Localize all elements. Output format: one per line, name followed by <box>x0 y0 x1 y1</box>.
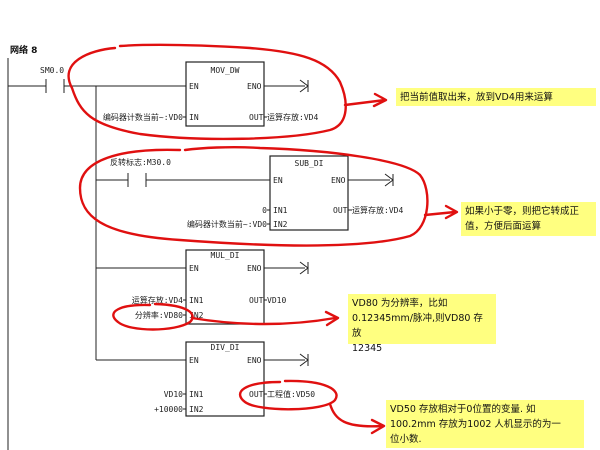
mul-out-pin: OUT <box>249 296 264 305</box>
annotation-arrowhead-3 <box>324 310 340 327</box>
note-vd50-line3: 位小数. <box>390 434 422 445</box>
div-eno-pin: ENO <box>247 356 262 365</box>
contact-flip-label: 反转标志:M30.0 <box>110 157 171 167</box>
note-vd80-line3: 12345 <box>352 343 383 354</box>
sub-out-pin: OUT <box>333 206 348 215</box>
mul-di-block[interactable]: MUL_DI EN ENO IN1 IN2 OUT <box>185 249 265 325</box>
note-vd50-line2: 100.2mm 存放为1002 人机显示的为一 <box>390 419 561 430</box>
mov-out-pin: OUT <box>249 113 264 122</box>
mul-out-label: VD10 <box>267 296 286 305</box>
sub-en-pin: EN <box>273 176 283 185</box>
div-in1-pin: IN1 <box>189 390 204 399</box>
div-in2-pin: IN2 <box>189 405 204 414</box>
div-en-pin: EN <box>189 356 199 365</box>
rung-mov: SM0.0 MOV_DW EN ENO IN OUT 编码器计数当前~:VD0 … <box>8 61 318 360</box>
contact-sm[interactable] <box>45 79 65 93</box>
mov-dw-block[interactable]: MOV_DW EN ENO IN OUT <box>185 61 265 127</box>
mul-in2-label: 分辨率:VD80 <box>135 310 183 320</box>
sub-in1-label: 0 <box>262 206 267 215</box>
div-out-pin: OUT <box>249 390 264 399</box>
sub-eno-pin: ENO <box>331 176 346 185</box>
mul-in1-label: 运算存放:VD4 <box>132 295 183 305</box>
network-title: 网络 8 <box>10 46 38 56</box>
red-annotations <box>67 43 459 435</box>
mul-eno-pin: ENO <box>247 264 262 273</box>
annotation-arrow-3 <box>190 316 337 326</box>
annotation-arrowhead-2 <box>444 204 459 220</box>
mov-in-pin: IN <box>189 113 199 122</box>
rung-mul: MUL_DI EN ENO IN1 IN2 OUT 运算存放:VD4 分辨率:V… <box>96 249 309 325</box>
note-vd80-line1: VD80 为分辨率，比如 <box>352 298 448 309</box>
note-sub-line2: 值，方便后面运算 <box>465 221 542 232</box>
annotation-arrow-1 <box>343 98 387 107</box>
sub-in2-label: 编码器计数当前~:VD0 <box>187 219 267 229</box>
annotation-arrowhead-1 <box>372 92 388 108</box>
sub-in2-pin: IN2 <box>273 220 288 229</box>
rung-div: DIV_DI EN ENO IN1 IN2 OUT VD10 +10000 工程… <box>96 341 315 417</box>
annotation-loop-sub <box>78 145 429 247</box>
note-sub-line1: 如果小于零，则把它转成正 <box>465 206 580 217</box>
mov-in-label: 编码器计数当前~:VD0 <box>103 112 183 122</box>
sub-out-label: 运算存放:VD4 <box>352 205 403 215</box>
note-vd50-line1: VD50 存放相对于0位置的变量. 如 <box>390 404 536 415</box>
note-sub: 如果小于零，则把它转成正 值，方便后面运算 <box>461 202 596 236</box>
div-in1-label: VD10 <box>164 390 183 399</box>
note-mov: 把当前值取出来，放到VD4用来运算 <box>396 88 596 106</box>
annotation-arrow-4 <box>328 402 384 428</box>
mul-in1-pin: IN1 <box>189 296 204 305</box>
sub-di-title: SUB_DI <box>295 159 324 168</box>
contact-flip[interactable] <box>127 173 147 187</box>
note-vd80-line2: 0.12345mm/脉冲,则VD80 存放 <box>352 313 483 339</box>
sub-di-block[interactable]: SUB_DI EN ENO IN1 IN2 OUT <box>269 155 349 231</box>
div-in2-label: +10000 <box>154 405 183 414</box>
contact-sm-label: SM0.0 <box>40 66 64 75</box>
annotation-arrowhead-4 <box>370 418 386 435</box>
mov-dw-title: MOV_DW <box>211 66 240 75</box>
mov-out-label: 运算存放:VD4 <box>267 112 318 122</box>
note-vd50: VD50 存放相对于0位置的变量. 如 100.2mm 存放为1002 人机显示… <box>386 400 584 448</box>
note-mov-text: 把当前值取出来，放到VD4用来运算 <box>400 92 553 103</box>
note-vd80: VD80 为分辨率，比如 0.12345mm/脉冲,则VD80 存放 12345 <box>348 294 496 354</box>
mov-en-pin: EN <box>189 82 199 91</box>
annotation-loop-vd50 <box>238 379 338 411</box>
mul-di-title: MUL_DI <box>211 251 240 260</box>
div-di-title: DIV_DI <box>211 343 240 352</box>
mov-eno-pin: ENO <box>247 82 262 91</box>
mul-in2-pin: IN2 <box>189 311 204 320</box>
mul-en-pin: EN <box>189 264 199 273</box>
sub-in1-pin: IN1 <box>273 206 288 215</box>
annotation-loop-vd80 <box>112 302 194 331</box>
div-out-label: 工程值:VD50 <box>267 389 315 399</box>
annotation-arrow-2 <box>423 210 457 217</box>
rung-sub: 反转标志:M30.0 SUB_DI EN ENO IN1 IN2 OUT 0 编… <box>96 155 403 231</box>
annotation-loop-mov <box>67 43 347 141</box>
